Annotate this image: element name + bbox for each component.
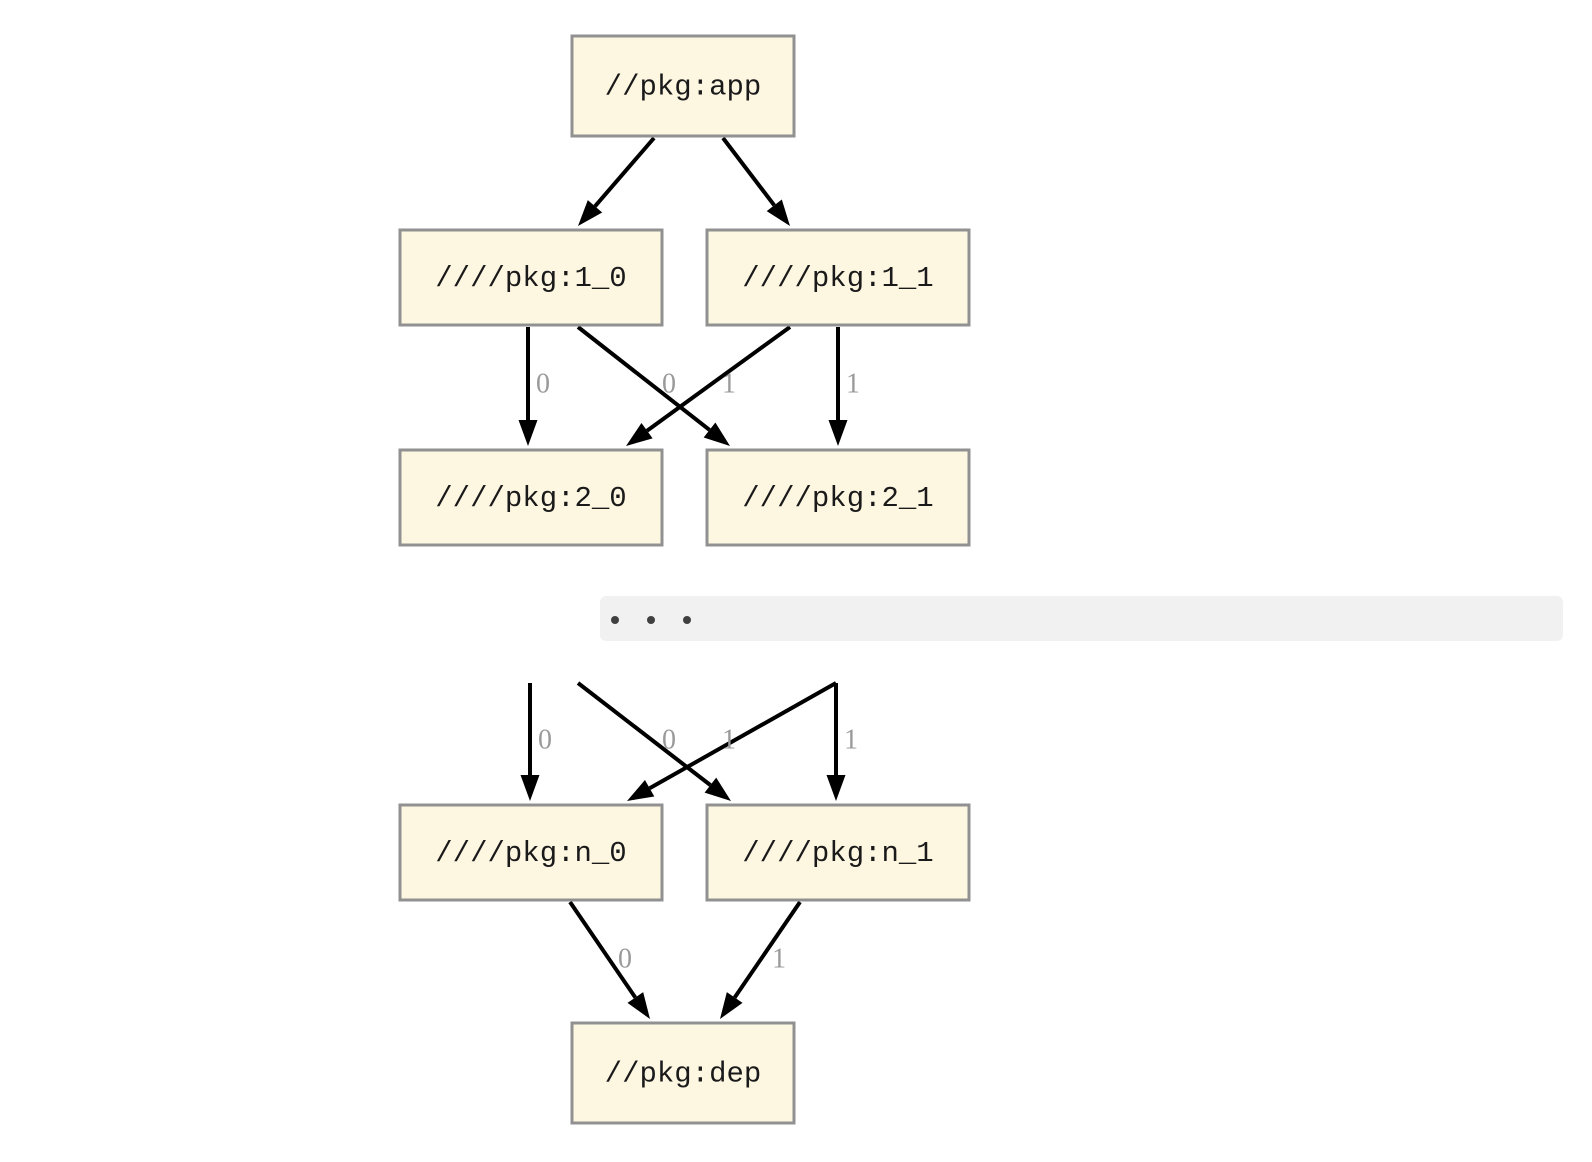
node-app[interactable]: //pkg:app [570,34,796,138]
node-box-n1_0[interactable] [398,228,664,327]
edge-prev-to-n_1x [576,681,712,787]
node-n2_0[interactable]: ////pkg:2_0 [398,448,664,547]
edge-label-prev-to-n_0x: 0 [662,724,676,755]
edge-arrowhead-app-to-1_0 [578,200,603,226]
edge-arrowhead-n_1-to-dep [720,992,743,1019]
node-n1_1[interactable]: ////pkg:1_1 [705,228,971,327]
ellipsis-dot-1 [647,616,655,624]
node-label-n1_0: ////pkg:1_0 [435,262,626,295]
edge-app-to-1_0 [593,136,656,208]
node-n1_0[interactable]: ////pkg:1_0 [398,228,664,327]
edge-arrowhead-prev-to-n_0x [627,779,655,801]
edges-layer [518,136,848,1019]
node-box-n2_0[interactable] [398,448,664,547]
nodes-layer: //pkg:app ////pkg:1_0 ////pkg:1_1 ////pkg:2… [398,34,971,1125]
edge-label-1_1-to-2_1: 1 [846,368,860,399]
edge-arrowhead-1_0-to-2_1 [703,422,730,446]
node-box-nn_0[interactable] [398,803,664,902]
edge-label-prev-to-n_1: 1 [844,724,858,755]
ellipsis-band [600,596,1563,641]
edge-label-n_1-to-dep: 1 [772,943,786,974]
node-box-nn_1[interactable] [705,803,971,902]
ellipsis-dot-2 [683,616,691,624]
node-label-nn_0: ////pkg:n_0 [435,837,626,870]
node-label-n2_1: ////pkg:2_1 [742,482,933,515]
edge-arrowhead-n_0-to-dep [627,992,650,1019]
node-box-dep[interactable] [570,1021,796,1125]
node-label-app: //pkg:app [605,71,762,104]
edge-label-1_0-to-2_0: 0 [536,368,550,399]
edge-arrowhead-1_1-to-2_1 [828,420,848,446]
node-n2_1[interactable]: ////pkg:2_1 [705,448,971,547]
edge-label-prev-to-n_0: 0 [538,724,552,755]
edge-label-1_1-to-2_0: 0 [662,368,676,399]
node-label-nn_1: ////pkg:n_1 [742,837,933,870]
ellipsis-dot-0 [611,616,619,624]
edge-label-n_0-to-dep: 0 [618,943,632,974]
node-nn_0[interactable]: ////pkg:n_0 [398,803,664,902]
edge-arrowhead-app-to-1_1 [766,199,790,226]
edge-arrowhead-prev-to-n_1x [704,777,731,801]
edge-label-1_0-to-2_1: 1 [722,368,736,399]
edge-arrowhead-1_1-to-2_0 [626,423,653,446]
edge-labels-layer: 0 1 0 1 0 1 0 1 0 1 [536,368,860,974]
edge-prev-to-n_0x [648,681,837,790]
node-box-n2_1[interactable] [705,448,971,547]
edge-app-to-1_1 [721,136,776,207]
edge-1_0-to-2_1 [576,325,711,432]
node-box-app[interactable] [570,34,796,138]
node-label-n2_0: ////pkg:2_0 [435,482,626,515]
edge-1_1-to-2_0 [645,325,792,433]
node-label-n1_1: ////pkg:1_1 [742,262,933,295]
node-dep[interactable]: //pkg:dep [570,1021,796,1125]
edge-n_1-to-dep [733,900,802,999]
ellipsis-separator [600,596,1563,641]
edge-arrowhead-prev-to-n_0 [520,775,540,801]
node-nn_1[interactable]: ////pkg:n_1 [705,803,971,902]
edge-arrowhead-prev-to-n_1 [826,775,846,801]
node-label-dep: //pkg:dep [605,1058,762,1091]
edge-arrowhead-1_0-to-2_0 [518,420,538,446]
node-box-n1_1[interactable] [705,228,971,327]
edge-n_0-to-dep [568,900,637,999]
edge-label-prev-to-n_1x: 1 [722,724,736,755]
